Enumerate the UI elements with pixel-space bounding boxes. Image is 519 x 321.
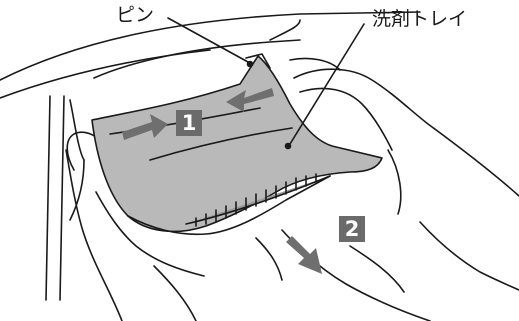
pin-label: ピン [116, 4, 155, 26]
detergent-tray-label: 洗剤トレイ [372, 8, 468, 30]
step-2-badge: 2 [339, 216, 365, 242]
detergent-tray [91, 53, 383, 236]
pin-dot [246, 60, 254, 68]
push-right-arrow [122, 114, 168, 140]
step-1-badge: 1 [176, 110, 202, 136]
pin-leader-line [167, 17, 249, 63]
tray-leader-line [289, 23, 365, 145]
push-left-arrow [226, 88, 274, 112]
tray-callout-dot [284, 142, 292, 150]
pull-down-arrow [286, 236, 322, 274]
